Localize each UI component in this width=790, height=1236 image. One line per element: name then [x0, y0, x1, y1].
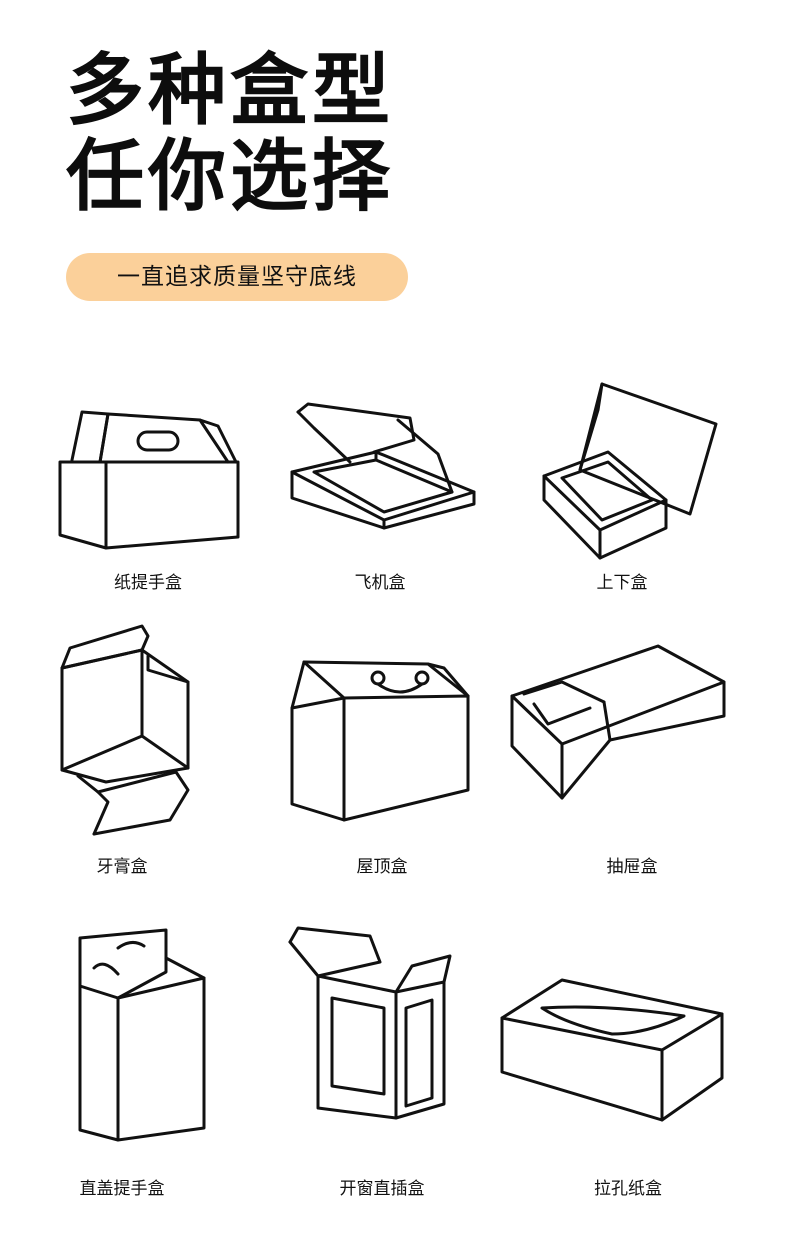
gable-handle-box-icon — [58, 410, 240, 550]
page-title-line-2: 任你选择 — [66, 132, 395, 222]
page-title-line-1: 多种盒型 — [66, 46, 395, 136]
box-label: 牙膏盒 — [96, 857, 148, 877]
window-box-icon — [288, 926, 452, 1120]
roof-gift-box-icon — [290, 660, 470, 822]
tagline-text: 一直追求质量坚守底线 — [117, 264, 357, 290]
box-label: 抽屉盒 — [606, 857, 658, 877]
box-label: 纸提手盒 — [114, 573, 182, 593]
box-label: 飞机盒 — [354, 573, 406, 593]
tuck-end-box-icon — [60, 624, 190, 836]
box-label: 开窗直插盒 — [339, 1179, 425, 1199]
box-label: 直盖提手盒 — [79, 1179, 165, 1199]
hang-tab-box-icon — [78, 928, 206, 1142]
mailer-box-icon — [290, 402, 476, 530]
drawer-box-icon — [510, 644, 726, 800]
tagline-badge: 一直追求质量坚守底线 — [66, 253, 408, 301]
lid-base-box-icon — [542, 382, 718, 560]
box-label: 上下盒 — [596, 573, 648, 593]
box-label: 拉孔纸盒 — [594, 1179, 662, 1199]
tissue-box-icon — [500, 978, 724, 1122]
box-label: 屋顶盒 — [356, 857, 408, 877]
